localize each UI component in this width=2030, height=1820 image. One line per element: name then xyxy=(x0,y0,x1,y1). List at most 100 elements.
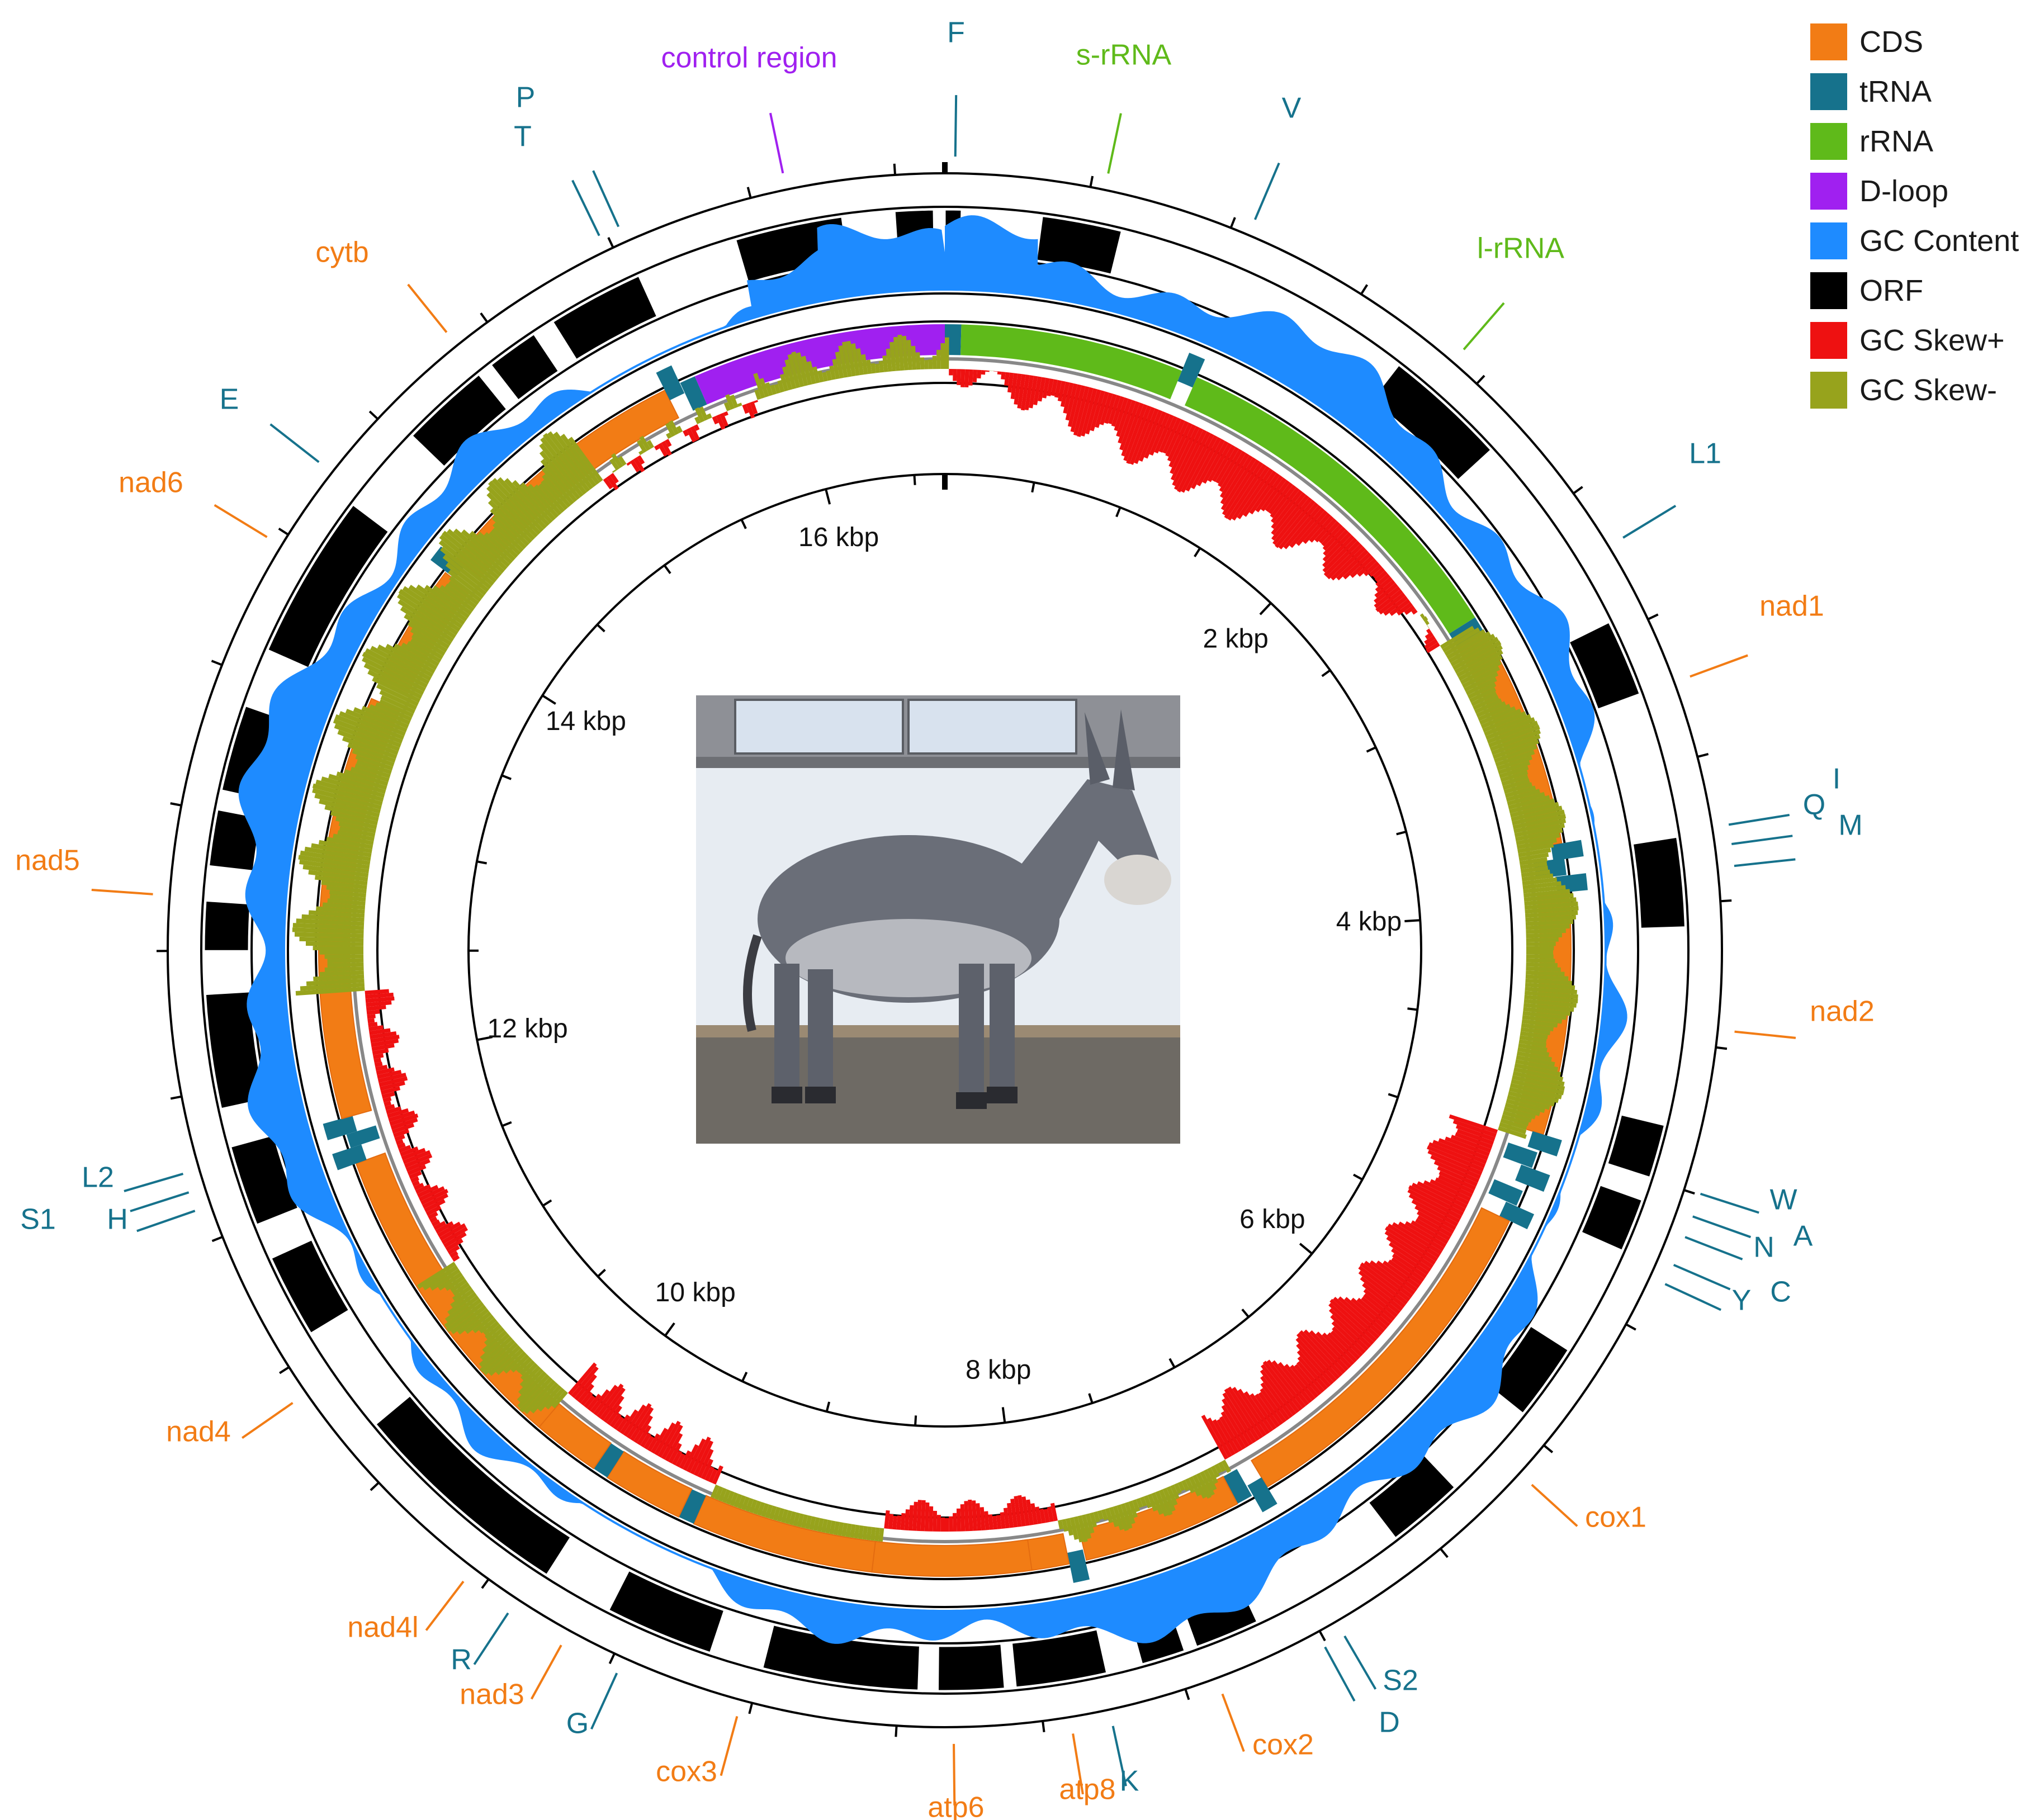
skew-bar xyxy=(1295,1337,1337,1382)
skew-bar xyxy=(342,736,398,759)
skew-bar xyxy=(1360,1262,1411,1302)
skew-bar xyxy=(519,1366,541,1387)
skew-bar xyxy=(398,1145,411,1153)
skew-bar xyxy=(1331,1321,1366,1354)
gene-label: atp6 xyxy=(928,1791,984,1820)
skew-bar xyxy=(801,356,812,386)
skew-bar xyxy=(1360,1276,1403,1311)
skew-bar xyxy=(1351,1297,1388,1330)
skew-bar xyxy=(1362,1282,1401,1315)
outer-tick xyxy=(1318,1630,1326,1642)
skew-bar xyxy=(1097,1510,1104,1520)
skew-bar xyxy=(439,534,497,583)
skew-bar xyxy=(1260,1376,1293,1419)
skew-bar xyxy=(315,779,384,802)
feature-l-rRNA xyxy=(1185,377,1475,634)
skew-bar xyxy=(1488,724,1540,748)
skew-bar xyxy=(547,431,594,490)
skew-bar xyxy=(372,1048,389,1055)
outer-tick xyxy=(170,802,182,807)
skew-bar xyxy=(1070,385,1086,433)
gene-label: I xyxy=(1833,763,1840,795)
skew-bar xyxy=(394,1134,405,1142)
skew-bar xyxy=(584,1395,595,1409)
skew-bar xyxy=(517,1374,550,1409)
skew-bar xyxy=(708,1468,718,1484)
outer-tick xyxy=(1184,1689,1190,1700)
skew-bar xyxy=(1425,620,1430,625)
gene-label: L2 xyxy=(82,1162,114,1194)
skew-bar xyxy=(1095,391,1109,428)
skew-bar xyxy=(636,1425,652,1445)
skew-bar xyxy=(1526,937,1559,942)
skew-bar xyxy=(1126,405,1152,465)
skew-bar xyxy=(444,1298,482,1328)
skew-bar xyxy=(1104,394,1117,424)
skew-bar xyxy=(1408,1193,1460,1224)
skew-bar xyxy=(1063,382,1074,414)
skew-bar xyxy=(391,1123,415,1134)
legend-item: CDS xyxy=(1810,17,2019,67)
skew-bar xyxy=(1093,1511,1100,1523)
leader-line xyxy=(1734,1030,1796,1039)
skew-bar xyxy=(1513,1067,1564,1082)
skew-bar xyxy=(1520,861,1548,870)
skew-bar xyxy=(539,450,581,500)
gene-label: S1 xyxy=(20,1203,56,1236)
skew-bar xyxy=(1498,1126,1527,1139)
skew-bar xyxy=(1170,424,1196,475)
skew-bar xyxy=(1499,765,1529,779)
skew-bar xyxy=(936,1515,941,1532)
skew-bar xyxy=(1033,376,1042,405)
kbp-label: 4 kbp xyxy=(1336,907,1402,937)
skew-bar xyxy=(363,662,424,696)
skew-bar xyxy=(1516,1055,1555,1067)
scale-tick xyxy=(1031,482,1035,493)
skew-bar xyxy=(492,522,524,553)
skew-bar xyxy=(638,450,644,456)
skew-bar xyxy=(1522,1015,1563,1024)
skew-bar xyxy=(646,439,654,449)
skew-bar xyxy=(1219,1416,1243,1452)
skew-bar xyxy=(985,370,990,372)
skew-bar xyxy=(1423,1180,1469,1205)
skew-bar xyxy=(1124,1501,1135,1524)
skew-bar xyxy=(1296,1343,1334,1385)
skew-bar xyxy=(924,1502,930,1532)
skew-bar xyxy=(1388,1241,1432,1272)
skew-bar xyxy=(369,704,411,725)
legend-label: GC Skew+ xyxy=(1859,323,2005,357)
gene-label: M xyxy=(1838,809,1862,842)
skew-bar xyxy=(664,439,672,447)
skew-bar xyxy=(1518,852,1549,861)
skew-bar xyxy=(902,335,908,371)
skew-bar xyxy=(447,1245,460,1255)
skew-bar xyxy=(1363,1293,1395,1321)
skew-bar xyxy=(611,453,623,468)
skew-bar xyxy=(1517,1047,1550,1057)
skew-bar xyxy=(1364,1260,1413,1298)
skew-bar xyxy=(924,360,929,369)
skew-bar xyxy=(1010,373,1018,400)
skew-bar xyxy=(439,1223,466,1241)
skew-bar xyxy=(1120,1503,1133,1529)
outer-tick xyxy=(211,1235,223,1243)
skew-bar xyxy=(826,370,832,381)
scale-tick xyxy=(1194,547,1201,557)
skew-bar xyxy=(1047,1506,1054,1522)
skew-bar xyxy=(327,898,366,906)
skew-bar xyxy=(833,1521,840,1535)
gene-label: nad2 xyxy=(1810,996,1875,1028)
skew-bar xyxy=(1356,1297,1390,1328)
skew-bar xyxy=(664,1433,683,1462)
skew-bar xyxy=(1373,567,1385,579)
skew-bar xyxy=(749,1499,758,1514)
skew-bar xyxy=(1415,1218,1451,1241)
skew-bar xyxy=(440,547,492,590)
skew-bar xyxy=(626,461,631,466)
skew-bar xyxy=(832,359,840,380)
skew-bar xyxy=(1384,1230,1436,1266)
skew-bar xyxy=(410,638,443,660)
skew-bar xyxy=(401,642,439,667)
skew-bar xyxy=(949,1516,953,1532)
